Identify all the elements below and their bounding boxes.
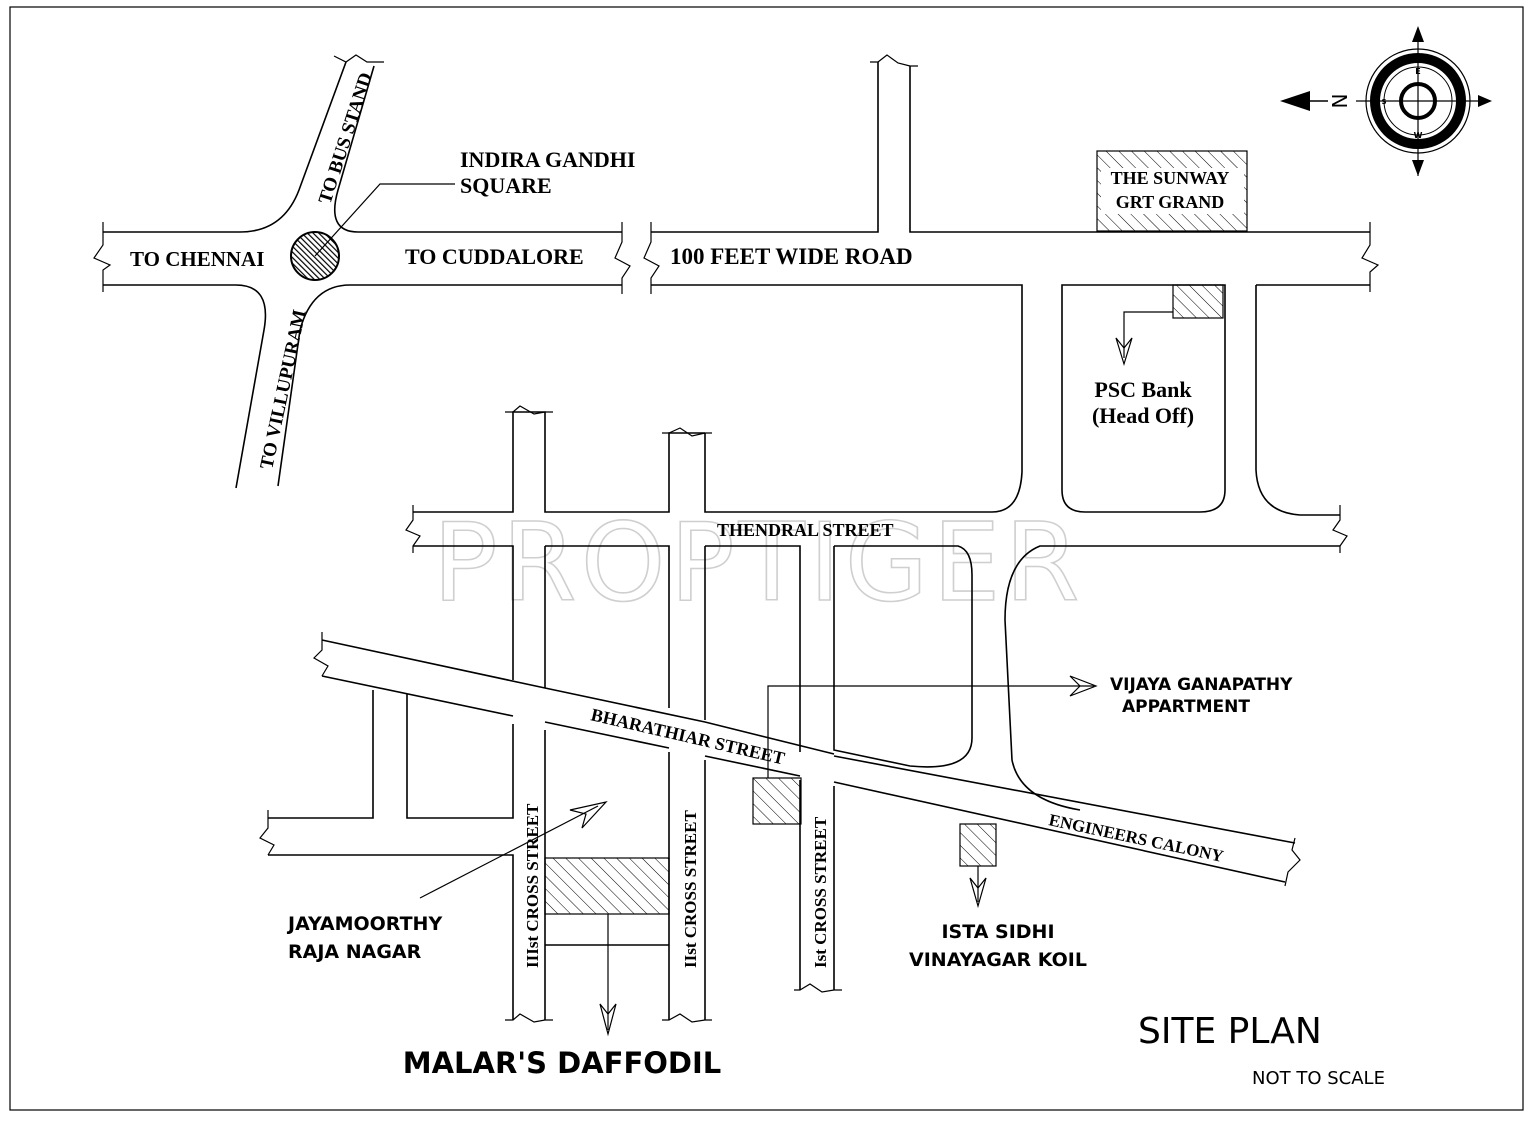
label-to-bus-stand: TO BUS STAND [315, 70, 377, 206]
label-appartment: APPARTMENT [1122, 697, 1250, 717]
label-square: SQUARE [460, 173, 552, 198]
label-second-cross-street: IIst CROSS STREET [681, 810, 700, 968]
label-sunway: THE SUNWAY [1111, 168, 1230, 188]
label-first-cross-street: Ist CROSS STREET [811, 816, 830, 968]
label-third-cross-street: IIIst CROSS STREET [523, 803, 542, 968]
label-raja-nagar: RAJA NAGAR [288, 941, 422, 963]
hundred-feet-road [93, 54, 1380, 516]
compass-rose: N E W S [1280, 26, 1492, 176]
compass-west: W [1414, 131, 1423, 140]
not-to-scale-note: NOT TO SCALE [1252, 1068, 1385, 1089]
label-malars-daffodil: MALAR'S DAFFODIL [403, 1046, 722, 1080]
landmarks [290, 150, 1248, 1037]
label-grt-grand: GRT GRAND [1116, 192, 1225, 212]
site-plan-title: SITE PLAN [1138, 1011, 1322, 1052]
label-vinayagar-koil: VINAYAGAR KOIL [909, 949, 1087, 971]
label-jayamoorthy: JAYAMOORTHY [286, 913, 442, 935]
label-vijaya-ganapathy: VIJAYA GANAPATHY [1110, 675, 1293, 695]
label-ista-sidhi: ISTA SIDHI [941, 921, 1054, 943]
label-bharathiar-street: BHARATHIAR STREET [589, 704, 787, 768]
label-engineers-colony: ENGINEERS CALONY [1047, 810, 1225, 866]
label-to-cuddalore: TO CUDDALORE [405, 244, 584, 269]
label-head-off: (Head Off) [1092, 403, 1194, 428]
compass-south-mark: S [1381, 98, 1386, 106]
label-100-feet-road: 100 FEET WIDE ROAD [670, 244, 913, 269]
compass-east: E [1415, 67, 1420, 76]
map-frame [9, 6, 1524, 1111]
label-indira-gandhi: INDIRA GANDHI [460, 147, 635, 172]
compass-north: N [1328, 94, 1352, 109]
label-thendral-street: THENDRAL STREET [717, 520, 894, 540]
label-to-chennai: TO CHENNAI [130, 247, 264, 271]
label-psc-bank: PSC Bank [1094, 377, 1192, 402]
